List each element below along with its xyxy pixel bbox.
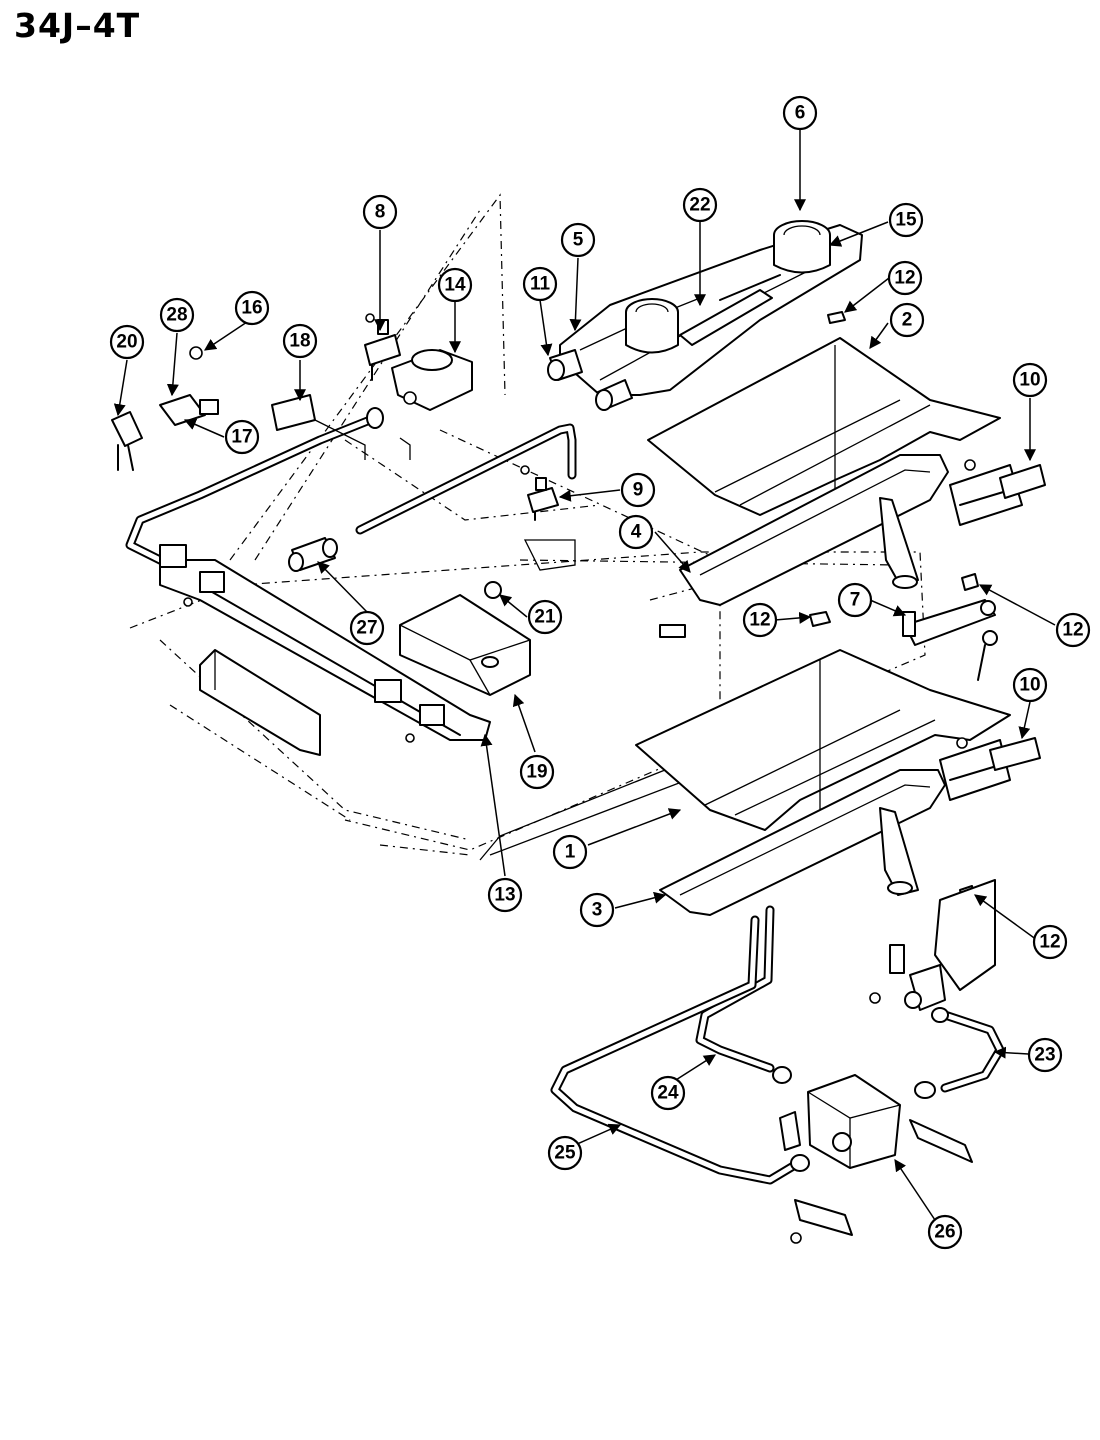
callout-20: 20 bbox=[109, 324, 145, 360]
svg-text:24: 24 bbox=[657, 1083, 679, 1104]
manifold-cover bbox=[199, 649, 321, 756]
svg-text:25: 25 bbox=[554, 1143, 576, 1164]
svg-text:12: 12 bbox=[894, 268, 915, 289]
callout-28: 28 bbox=[159, 297, 195, 333]
svg-text:12: 12 bbox=[749, 610, 770, 631]
callout-7: 7 bbox=[837, 582, 873, 618]
callout-24: 24 bbox=[650, 1075, 686, 1111]
callout-18: 18 bbox=[282, 323, 318, 359]
svg-text:11: 11 bbox=[530, 274, 551, 295]
svg-text:3: 3 bbox=[592, 900, 603, 921]
callout-6: 6 bbox=[782, 95, 818, 131]
control-box bbox=[399, 594, 531, 696]
svg-text:16: 16 bbox=[241, 298, 262, 319]
thermostat-valve bbox=[111, 346, 219, 471]
svg-text:4: 4 bbox=[631, 522, 642, 543]
svg-text:28: 28 bbox=[166, 305, 187, 326]
callout-22: 22 bbox=[682, 187, 718, 223]
svg-text:15: 15 bbox=[895, 210, 917, 231]
lower-valve-bracket bbox=[869, 879, 996, 1011]
top-burner-assembly bbox=[547, 220, 863, 411]
upper-drip-pan bbox=[647, 337, 1001, 516]
pressure-regulator bbox=[391, 349, 473, 411]
callout-4: 4 bbox=[618, 514, 654, 550]
gas-supply-tube bbox=[125, 407, 577, 575]
callout-10-upper: 10 bbox=[1012, 362, 1048, 398]
svg-text:14: 14 bbox=[444, 275, 466, 296]
callout-3: 3 bbox=[579, 892, 615, 928]
svg-text:1: 1 bbox=[565, 842, 576, 863]
callout-19: 19 bbox=[519, 754, 555, 790]
callout-15: 15 bbox=[888, 202, 924, 238]
callout-2: 2 bbox=[889, 302, 925, 338]
ignition-switch-9 bbox=[520, 465, 576, 571]
tubing-23 bbox=[914, 1007, 1005, 1099]
svg-text:10: 10 bbox=[1019, 370, 1040, 391]
callout-23: 23 bbox=[1027, 1037, 1063, 1073]
callout-27: 27 bbox=[349, 610, 385, 646]
callout-12-top: 12 bbox=[887, 260, 923, 296]
callout-12-bottom: 12 bbox=[1032, 924, 1068, 960]
callout-9: 9 bbox=[620, 472, 656, 508]
leader-lines bbox=[113, 130, 1056, 1221]
lower-burner bbox=[659, 769, 946, 916]
svg-text:9: 9 bbox=[633, 480, 644, 501]
svg-text:23: 23 bbox=[1034, 1045, 1055, 1066]
clip-21 bbox=[484, 581, 686, 638]
svg-text:21: 21 bbox=[534, 607, 556, 628]
callout-12-right: 12 bbox=[1055, 612, 1091, 648]
callout-14: 14 bbox=[437, 267, 473, 303]
callout-10-lower: 10 bbox=[1012, 667, 1048, 703]
orifice-holder-7 bbox=[902, 599, 998, 681]
callout-21: 21 bbox=[527, 599, 563, 635]
burner-valve bbox=[288, 537, 338, 572]
tubing-24 bbox=[695, 905, 792, 1084]
callout-8: 8 bbox=[362, 194, 398, 230]
callout-13: 13 bbox=[487, 877, 523, 913]
igniter-upper bbox=[949, 459, 1046, 526]
callout-5: 5 bbox=[560, 222, 596, 258]
svg-text:8: 8 bbox=[375, 202, 386, 223]
callout-12-middle: 12 bbox=[742, 602, 778, 638]
svg-text:22: 22 bbox=[689, 195, 710, 216]
svg-text:20: 20 bbox=[116, 332, 137, 353]
diagram-title: 34J–4T bbox=[14, 6, 141, 45]
svg-text:12: 12 bbox=[1062, 620, 1083, 641]
callout-1: 1 bbox=[552, 834, 588, 870]
svg-text:19: 19 bbox=[526, 762, 547, 783]
svg-text:17: 17 bbox=[231, 427, 252, 448]
callout-11: 11 bbox=[522, 266, 558, 302]
svg-text:27: 27 bbox=[356, 618, 377, 639]
svg-text:10: 10 bbox=[1019, 675, 1040, 696]
callout-16: 16 bbox=[234, 290, 270, 326]
svg-text:26: 26 bbox=[934, 1222, 955, 1243]
callout-25: 25 bbox=[547, 1135, 583, 1171]
svg-text:5: 5 bbox=[573, 230, 584, 251]
svg-text:7: 7 bbox=[850, 590, 861, 611]
svg-text:2: 2 bbox=[902, 310, 913, 331]
callout-26: 26 bbox=[927, 1214, 963, 1250]
igniter-lower bbox=[939, 737, 1041, 801]
upper-burner bbox=[679, 454, 949, 606]
svg-text:13: 13 bbox=[494, 885, 515, 906]
svg-text:6: 6 bbox=[795, 103, 806, 124]
lower-drip-pan bbox=[635, 649, 1011, 835]
svg-text:18: 18 bbox=[289, 331, 310, 352]
svg-text:12: 12 bbox=[1039, 932, 1060, 953]
callout-17: 17 bbox=[224, 419, 260, 455]
safety-valve bbox=[779, 1074, 973, 1244]
tubing-25 bbox=[550, 915, 810, 1185]
